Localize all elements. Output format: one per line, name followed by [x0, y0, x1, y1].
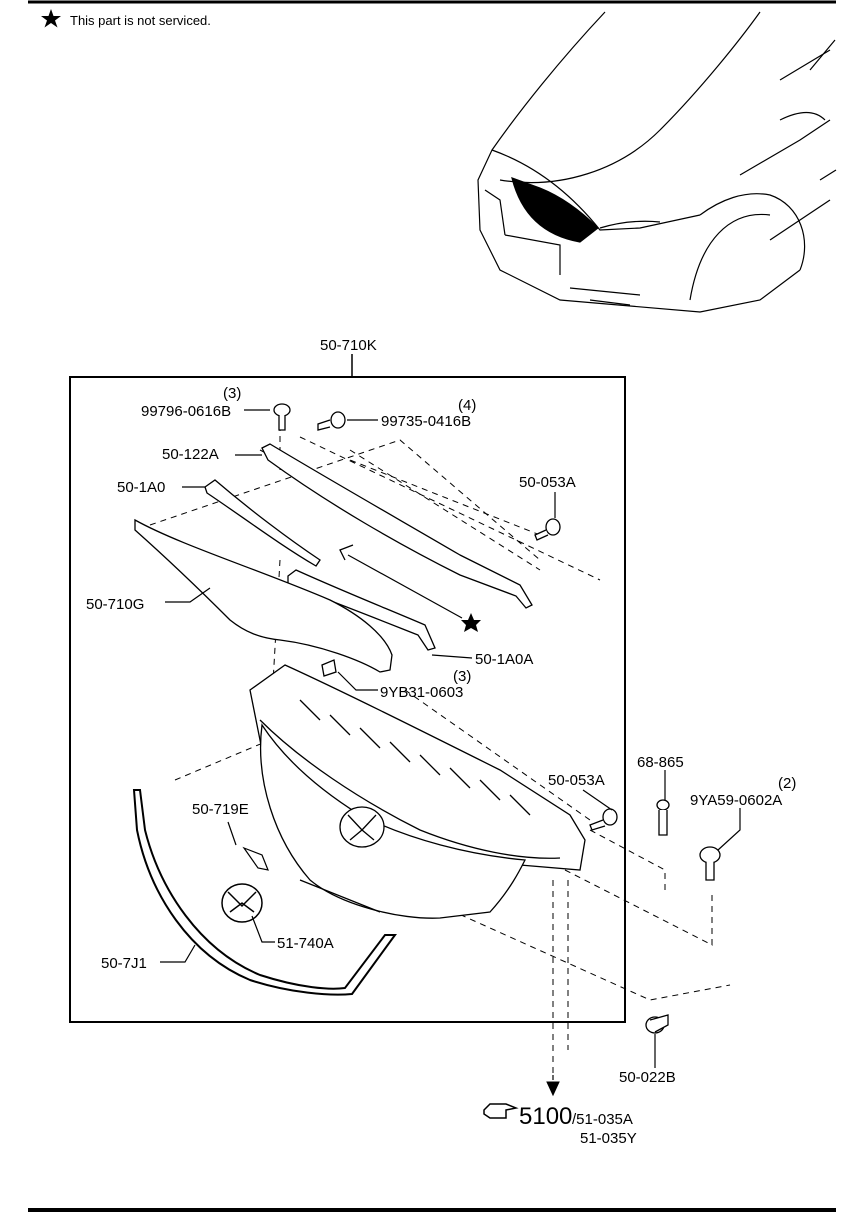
- ref-sub2[interactable]: 51-035Y: [580, 1130, 637, 1147]
- star-icon: [41, 9, 61, 28]
- emblem: [221, 883, 263, 923]
- bolt-icon: [273, 403, 721, 1034]
- ref-main[interactable]: 5100: [519, 1103, 572, 1130]
- label-50-053a-top: 50-053A: [519, 474, 576, 491]
- label-50-1a0: 50-1A0: [117, 479, 165, 496]
- label-9ya59-0602a: 9YA59-0602A: [690, 792, 782, 809]
- chrome-trim: [132, 789, 397, 996]
- vehicle-location-thumbnail: [477, 11, 837, 313]
- qty-99735: (4): [458, 397, 476, 414]
- leader-lines: [160, 409, 741, 1068]
- label-50-1a0a: 50-1A0A: [475, 651, 533, 668]
- label-50-122a: 50-122A: [162, 446, 219, 463]
- not-serviced-star-icon: [461, 613, 481, 632]
- label-50-719e: 50-719E: [192, 801, 249, 818]
- qty-9yb31: (3): [453, 668, 471, 685]
- label-99735-0416b: 99735-0416B: [381, 413, 471, 430]
- qty-9ya59: (2): [778, 775, 796, 792]
- ref-sub1[interactable]: /51-035A: [572, 1111, 633, 1128]
- pointing-hand-icon: [483, 1103, 519, 1119]
- upper-brackets: [134, 443, 533, 673]
- label-51-740a: 51-740A: [277, 935, 334, 952]
- label-50-053a-bottom: 50-053A: [548, 772, 605, 789]
- assembly-box: [69, 376, 626, 1023]
- qty-99796: (3): [223, 385, 241, 402]
- ref-arrow-icon: [546, 1075, 560, 1097]
- wedge-part: [242, 846, 269, 871]
- label-99796-0616b: 99796-0616B: [141, 403, 231, 420]
- label-68-865: 68-865: [637, 754, 684, 771]
- note-text: This part is not serviced.: [70, 13, 211, 28]
- grille-panel: [249, 664, 586, 919]
- label-9yb31-0603: 9YB31-0603: [380, 684, 463, 701]
- label-50-022b: 50-022B: [619, 1069, 676, 1086]
- label-50-710g: 50-710G: [86, 596, 144, 613]
- assembly-label: 50-710K: [320, 337, 377, 354]
- label-50-7j1: 50-7J1: [101, 955, 147, 972]
